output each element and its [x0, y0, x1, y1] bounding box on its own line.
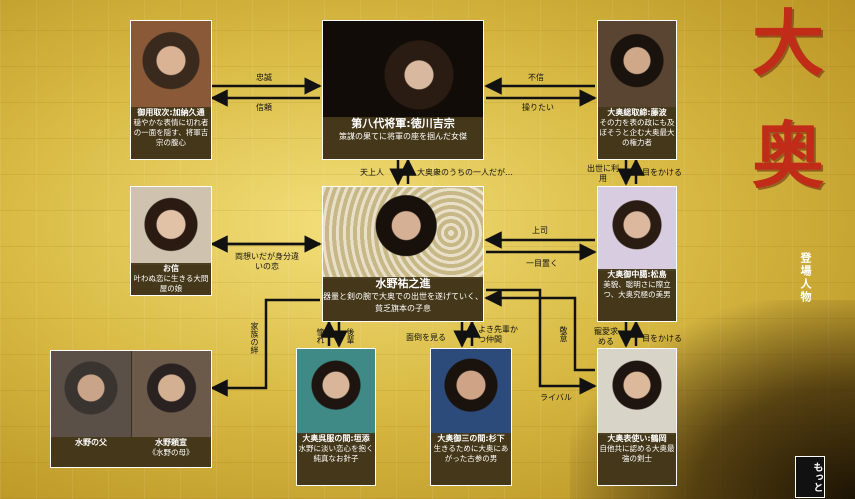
caption-matsushima: 大奥御中臈:松島 美貌、聡明さに際立つ、大奥究極の美男 — [598, 269, 676, 321]
arrow-mizuno-to-family — [210, 298, 320, 397]
desc-yoshimune: 策謀の果てに将軍の座を掴んだ女傑 — [339, 132, 467, 141]
caption-sugishita: 大奥御三の間:杉下 生きるために大奥にあがった古参の男 — [431, 433, 511, 485]
desc-matsushima: 美貌、聡明さに際立つ、大奥究極の美男 — [603, 280, 671, 299]
caption-kanou: 御用取次:加納久通 穏やかな表情に切れ者の一面を隠す、将軍吉宗の腹心 — [131, 107, 211, 159]
name-matsushima: 大奥御中臈:松島 — [607, 270, 667, 279]
label-kei-i: 敬意 — [559, 326, 568, 342]
label-shinrai: 信頼 — [256, 103, 272, 112]
label-kouhai: 後輩 — [346, 328, 355, 344]
portrait-yunoshin — [323, 187, 483, 279]
label-shusse: 出世に利用 — [587, 164, 619, 183]
caption-fujinami: 大奥総取締:藤波 その力を表の政にも及ぼそうと企む大奥最大の権力者 — [598, 107, 676, 159]
caption-kakizoe: 大奥呉服の間:垣添 水野に淡い恋心を抱く純真なお針子 — [297, 433, 375, 485]
portrait-mother — [132, 351, 211, 439]
character-card-oshin[interactable]: お信 叶わぬ恋に生きる大問屋の娘 — [130, 186, 212, 296]
name-tsuruoka: 大奥表使い:鶴岡 — [607, 434, 667, 443]
label-hitori: 大奥衆のうちの一人だが… — [417, 168, 513, 177]
title-kanji-bottom: 奥 — [752, 113, 825, 198]
desc-tsuruoka: 自他共に認める大奥最強の剣士 — [599, 444, 675, 463]
character-card-yoshimune[interactable]: 第八代将軍:徳川吉宗 策謀の果てに将軍の座を掴んだ女傑 — [322, 20, 484, 160]
name-yunoshin: 水野祐之進 — [375, 277, 431, 290]
caption-yunoshin: 水野祐之進 器量と剣の腕で大奥での出世を遂げていく、貧乏旗本の子息 — [323, 277, 483, 321]
caption-father: 水野の父 — [51, 437, 131, 467]
character-card-kakizoe[interactable]: 大奥呉服の間:垣添 水野に淡い恋心を抱く純真なお針子 — [296, 348, 376, 486]
name-kakizoe: 大奥呉服の間:垣添 — [302, 434, 370, 443]
label-chouai: 寵愛求める — [594, 327, 618, 346]
caption-family: 水野の父 水野頼宣 《水野の母》 — [51, 437, 211, 467]
label-me-wo-kakeru-1: 目をかける — [642, 168, 682, 177]
desc-mother: 《水野の母》 — [148, 448, 194, 457]
portrait-tsuruoka — [598, 349, 676, 435]
character-card-family[interactable]: 水野の父 水野頼宣 《水野の母》 — [50, 350, 212, 468]
label-rival: ライバル — [540, 393, 572, 402]
desc-yunoshin: 器量と剣の腕で大奥での出世を遂げていく、貧乏旗本の子息 — [323, 292, 483, 313]
name-father: 水野の父 — [75, 438, 107, 447]
label-fushin: 不信 — [528, 73, 544, 82]
portrait-fujinami — [598, 21, 676, 109]
character-card-tsuruoka[interactable]: 大奥表使い:鶴岡 自他共に認める大奥最強の剣士 — [597, 348, 677, 486]
name-mother: 水野頼宣 — [155, 438, 187, 447]
label-ayatsuritai: 操りたい — [522, 103, 554, 112]
character-card-fujinami[interactable]: 大奥総取締:藤波 その力を表の政にも及ぼそうと企む大奥最大の権力者 — [597, 20, 677, 160]
portrait-yoshimune — [323, 21, 483, 119]
label-chusei: 忠誠 — [256, 73, 272, 82]
character-card-yunoshin[interactable]: 水野祐之進 器量と剣の腕で大奥での出世を遂げていく、貧乏旗本の子息 — [322, 186, 484, 322]
name-oshin: お信 — [163, 264, 179, 273]
character-card-kanou[interactable]: 御用取次:加納久通 穏やかな表情に切れ者の一面を隠す、将軍吉宗の腹心 — [130, 20, 212, 160]
caption-mother: 水野頼宣 《水野の母》 — [131, 437, 211, 467]
label-mendou: 面倒を見る — [406, 333, 446, 342]
name-yoshimune: 第八代将軍:徳川吉宗 — [351, 117, 455, 130]
arrow-tsuruoka-to-mizuno — [484, 289, 595, 372]
caption-oshin: お信 叶わぬ恋に生きる大問屋の娘 — [131, 263, 211, 295]
caption-yoshimune: 第八代将軍:徳川吉宗 策謀の果てに将軍の座を掴んだ女傑 — [323, 117, 483, 159]
label-ryouomoi: 両想いだが身分違いの恋 — [235, 252, 299, 271]
desc-oshin: 叶わぬ恋に生きる大問屋の娘 — [133, 274, 209, 293]
character-card-sugishita[interactable]: 大奥御三の間:杉下 生きるために大奥にあがった古参の男 — [430, 348, 512, 486]
subtitle-cast: 登場人物 — [799, 252, 812, 304]
portrait-matsushima — [598, 187, 676, 271]
desc-fujinami: その力を表の政にも及ぼそうと企む大奥最大の権力者 — [599, 118, 675, 147]
portrait-father — [51, 351, 131, 439]
portrait-kanou — [131, 21, 211, 109]
more-button[interactable]: もっと — [795, 456, 825, 498]
desc-sugishita: 生きるために大奥にあがった古参の男 — [433, 444, 509, 463]
title-kanji-top: 大 — [752, 1, 825, 86]
label-yoki-senpai: よき先輩かつ仲間 — [478, 325, 518, 344]
name-sugishita: 大奥御三の間:杉下 — [437, 434, 505, 443]
character-card-matsushima[interactable]: 大奥御中臈:松島 美貌、聡明さに際立つ、大奥究極の美男 — [597, 186, 677, 322]
label-tenjoubito: 天上人 — [360, 168, 384, 177]
label-me-wo-kakeru-2: 目をかける — [642, 334, 682, 343]
arrow-mizuno-tsuruoka-rival — [486, 288, 597, 395]
label-akogare: 憧れ — [316, 328, 325, 344]
portrait-sugishita — [431, 349, 511, 435]
desc-kakizoe: 水野に淡い恋心を抱く純真なお針子 — [298, 444, 374, 463]
label-joushi: 上司 — [532, 226, 548, 235]
label-ichimoku: 一目置く — [526, 259, 558, 268]
name-kanou: 御用取次:加納久通 — [137, 108, 205, 117]
label-kazoku: 家族の絆 — [250, 322, 259, 354]
desc-kanou: 穏やかな表情に切れ者の一面を隠す、将軍吉宗の腹心 — [133, 118, 209, 147]
caption-tsuruoka: 大奥表使い:鶴岡 自他共に認める大奥最強の剣士 — [598, 433, 676, 485]
portrait-kakizoe — [297, 349, 375, 435]
portrait-oshin — [131, 187, 211, 265]
name-fujinami: 大奥総取締:藤波 — [607, 108, 667, 117]
